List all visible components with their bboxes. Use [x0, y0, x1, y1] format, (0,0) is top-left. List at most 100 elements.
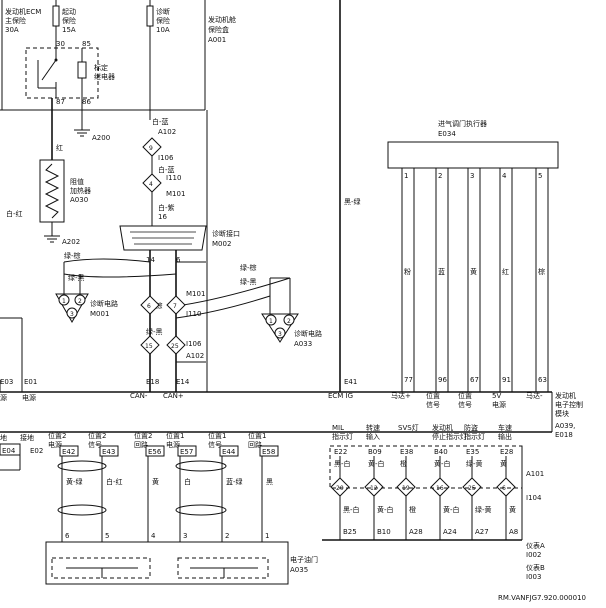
svg-text:30: 30: [56, 40, 65, 48]
svg-text:E018: E018: [555, 431, 573, 439]
left-wires: E03 E01: [0, 317, 37, 392]
cluster-wire-color-lower: 黄-白: [377, 505, 394, 514]
fuse-ecm-main: 发动机ECM 主保险 30A: [1, 0, 41, 110]
pedal-wire-color: 黄: [152, 477, 159, 486]
diag-bus: 绿-棕 绿-黑 绿-棕 绿-黑 绿-棕 绿-黑: [63, 250, 291, 392]
svg-text:发动机ECM: 发动机ECM: [5, 7, 41, 16]
cluster-wire-color-lower: 橙: [409, 505, 416, 514]
cluster-connector-num: 25: [468, 485, 476, 492]
svg-text:主保险: 主保险: [5, 16, 26, 25]
svg-text:30A: 30A: [5, 26, 19, 34]
svg-text:2: 2: [78, 298, 82, 305]
pedal-col-title: 位置2: [48, 431, 66, 440]
svg-text:E01: E01: [24, 378, 37, 386]
cluster-wire-color-lower: 黄-白: [443, 505, 460, 514]
twist-loop: [175, 504, 227, 516]
throttle-pin: 3: [470, 172, 474, 180]
svg-text:CAN+: CAN+: [163, 392, 184, 400]
svg-text:I106: I106: [158, 154, 174, 162]
cluster-col-subtitle: 输入: [366, 432, 380, 441]
svg-text:继电器: 继电器: [94, 72, 115, 81]
svg-text:阻值: 阻值: [70, 177, 84, 186]
cluster-end-pin: B25: [343, 528, 357, 536]
svg-text:电源: 电源: [22, 393, 36, 402]
svg-text:I110: I110: [186, 310, 201, 318]
pedal-wire-color: 白-红: [106, 477, 123, 486]
cluster-pin: E22: [334, 448, 347, 456]
svg-text:电子油门: 电子油门: [290, 555, 318, 564]
cluster-columns: MIL指示灯E22黑-白20黑-白B25转速输入B09黄-白12黄-白B10SV…: [330, 423, 518, 540]
svg-text:发动机舱: 发动机舱: [208, 15, 236, 24]
cluster-wire-color: 黄: [500, 459, 507, 468]
svg-text:E41: E41: [344, 378, 357, 386]
svg-text:绿-黑: 绿-黑: [240, 277, 257, 286]
pedal-pin-box: [177, 445, 197, 457]
twist-loop: [57, 504, 107, 516]
cluster-wire-color-lower: 绿-黄: [475, 505, 492, 514]
svg-text:E04: E04: [2, 447, 16, 455]
cluster-connector: [364, 477, 384, 497]
pedal-pin-box: [99, 445, 119, 457]
cluster-connector-num: 12: [370, 485, 378, 492]
svg-text:4: 4: [149, 181, 153, 188]
cluster-col-title: 转速: [366, 423, 380, 432]
svg-text:绿-棕: 绿-棕: [64, 251, 81, 260]
throttle-wire-color: 红: [502, 267, 509, 276]
cluster-wire-color: 绿-黄: [466, 459, 483, 468]
cluster-connector: [462, 477, 482, 497]
svg-text:诊断: 诊断: [156, 7, 170, 16]
svg-text:A102: A102: [158, 128, 176, 136]
svg-text:M001: M001: [90, 310, 109, 318]
svg-text:电源: 电源: [492, 400, 506, 409]
cluster-end-pin: B10: [377, 528, 391, 536]
svg-text:1: 1: [62, 298, 66, 305]
calibration-relay: 30 85 87 86 标定 继电器: [25, 38, 115, 106]
ecm-boundary: [0, 391, 553, 433]
cluster-wire-color-lower: 黑-白: [343, 505, 360, 514]
pedal-pin-box: [259, 445, 279, 457]
svg-text:绿-黑: 绿-黑: [146, 327, 163, 336]
pedal-col-title: 位置2: [134, 431, 152, 440]
pedal-wire-color: 黑: [266, 478, 273, 486]
svg-text:起动: 起动: [62, 7, 76, 16]
pedal-end-pin: 3: [183, 532, 187, 540]
svg-text:白-紫: 白-紫: [158, 203, 175, 212]
svg-text:2: 2: [287, 318, 291, 325]
throttle-pin: 5: [538, 172, 542, 180]
svg-text:M101: M101: [166, 190, 185, 198]
pedal-columns: 位置2电源E42黄-绿6位置2信号E43白-红5位置2回路E56黄4位置1电源E…: [48, 431, 279, 542]
cluster-wire-color: 黑-白: [334, 459, 351, 468]
svg-text:A200: A200: [92, 134, 110, 142]
svg-text:ECM IG: ECM IG: [328, 392, 353, 400]
cluster-wire-color-lower: 黄: [509, 505, 516, 514]
svg-text:保险盒: 保险盒: [208, 25, 229, 34]
cluster-col-subtitle: 指示灯: [464, 432, 485, 441]
cluster-connector: [396, 477, 416, 497]
svg-text:E034: E034: [438, 130, 456, 138]
svg-text:源: 源: [0, 393, 7, 402]
ecm-pin: 77: [404, 376, 413, 384]
svg-text:保险: 保险: [156, 16, 170, 25]
svg-text:15: 15: [145, 343, 153, 350]
svg-text:诊断电路: 诊断电路: [90, 299, 118, 308]
svg-text:A202: A202: [62, 238, 80, 246]
svg-text:E14: E14: [176, 378, 190, 386]
pedal-end-pin: 5: [105, 532, 109, 540]
cluster-col-title: MIL: [332, 424, 344, 432]
svg-text:I104: I104: [526, 494, 542, 502]
svg-text:1: 1: [269, 318, 273, 325]
svg-text:M101: M101: [186, 290, 205, 298]
cluster-pin: B09: [368, 448, 382, 456]
svg-text:87: 87: [56, 98, 65, 106]
pedal-pin-box: [59, 445, 79, 457]
svg-text:马达-: 马达-: [526, 391, 543, 400]
pedal-col-subtitle: 信号: [88, 440, 102, 449]
svg-text:马达+: 马达+: [391, 391, 411, 400]
cluster-pin: E38: [400, 448, 413, 456]
svg-text:6: 6: [176, 256, 181, 264]
svg-text:标定: 标定: [94, 63, 108, 72]
svg-text:E03: E03: [0, 378, 13, 386]
ecm-pin: 67: [470, 376, 479, 384]
ecm-strip-labels: 源 电源 CAN- CAN+ ECM IG 地 接地: [0, 392, 353, 442]
svg-text:绿-黑: 绿-黑: [68, 273, 85, 282]
